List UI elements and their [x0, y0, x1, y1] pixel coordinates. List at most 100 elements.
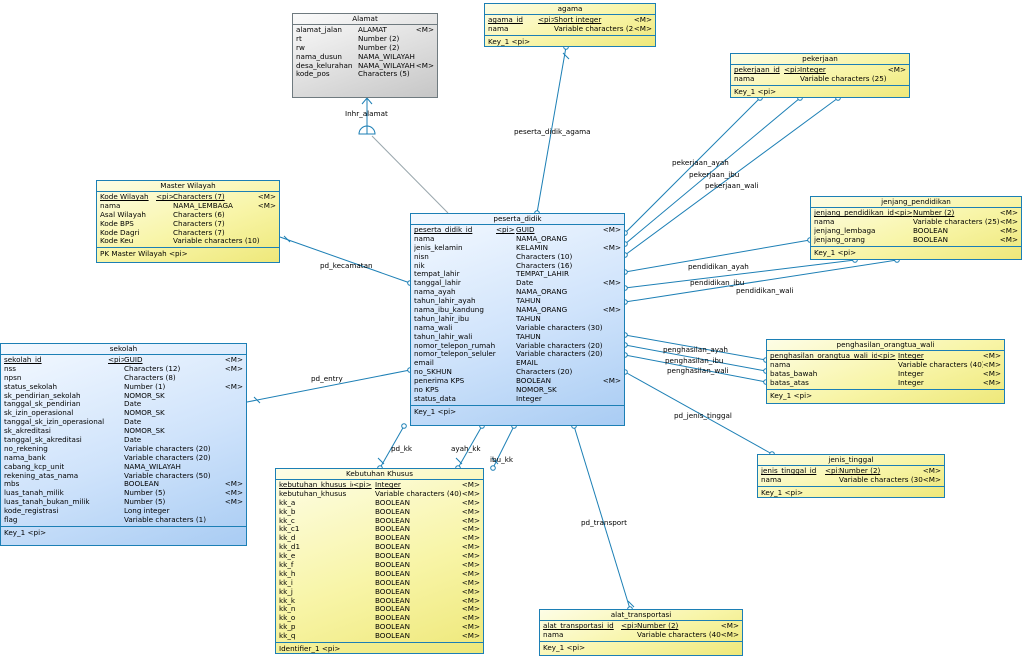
- relationship-label-pendidikan-ayah: pendidikan_ayah: [688, 262, 749, 271]
- attribute-name: pekerjaan_id: [734, 66, 780, 74]
- mandatory-flag: <M>: [633, 16, 652, 24]
- inheritance-link-peserta-didik: [371, 135, 449, 214]
- relationship-pd-transport[interactable]: [573, 425, 631, 610]
- attribute-type: NAMA_ORANG: [516, 288, 568, 297]
- identifier-flag: [108, 480, 124, 489]
- attribute-name: tahun_lahir_ibu: [414, 314, 470, 323]
- attribute-name: agama_id: [488, 16, 523, 24]
- relationship-ibu-kk[interactable]: [492, 425, 515, 469]
- entity-title: penghasilan_orangtua_wali: [767, 340, 1004, 351]
- attribute-type: Variable characters (10): [173, 237, 260, 246]
- attribute-name: nama: [814, 217, 835, 226]
- attribute-name: penghasilan_orangtua_wali_id: [770, 352, 877, 360]
- attribute-name: no_rekening: [4, 444, 48, 453]
- entity-jenis-tinggal[interactable]: jenis_tinggaljenis_tinggal_id<pi>Number …: [757, 454, 945, 498]
- identifier-flag: [825, 476, 839, 485]
- mandatory-flag: <M>: [982, 360, 1001, 369]
- relationship-pendidikan-ibu[interactable]: [624, 259, 856, 289]
- relationship-pd-jenis-tinggal[interactable]: [624, 371, 773, 455]
- relationship-label-pd-kk: pd_kk: [391, 444, 413, 453]
- relationship-label-pd-kecamatan: pd_kecamatan: [320, 261, 373, 270]
- attribute-name: tanggal_sk_pendirian: [4, 400, 81, 409]
- identifier-flag: [108, 365, 124, 374]
- relationship-ayah-kk[interactable]: [457, 425, 483, 469]
- entity-title: alat_transportasi: [540, 610, 742, 621]
- primary-key-attribute: pekerjaan_id<pi>Integer<M>: [734, 66, 906, 75]
- identifier-flag: [156, 202, 173, 211]
- identifier-flag: <pi>: [108, 356, 124, 364]
- identifier-flag: [108, 507, 124, 516]
- attribute-type: BOOLEAN: [375, 516, 410, 525]
- attribute-type: Characters (6): [173, 210, 225, 219]
- entity-key: Key_1 <pi>: [770, 390, 813, 400]
- entity-title: agama: [485, 4, 655, 15]
- identifier-flag: [108, 516, 124, 525]
- mandatory-flag: <M>: [224, 498, 243, 507]
- relationship-pendidikan-ayah[interactable]: [624, 239, 811, 273]
- relationship-pd-kecamatan[interactable]: [279, 236, 411, 284]
- attribute-type: Variable characters (20): [516, 350, 603, 359]
- entity-sekolah[interactable]: sekolahsekolah_id<pi>GUID<M>nssCharacter…: [0, 343, 247, 546]
- identifier-flag: [621, 631, 637, 640]
- entity-key: Key_1 <pi>: [814, 247, 857, 257]
- relationship-pekerjaan-ayah[interactable]: [624, 97, 761, 234]
- identifier-flag: [496, 315, 516, 324]
- mandatory-flag: <M>: [224, 480, 243, 489]
- relationship-peserta-didik-agama[interactable]: [536, 46, 567, 214]
- attribute-list: jenjang_pendidikan_id<pi>Number (2)<M>na…: [811, 208, 1021, 247]
- identifier-flag: [496, 324, 516, 333]
- identifier-flag: [877, 379, 898, 388]
- attribute-name: nama_wali: [414, 323, 453, 332]
- entity-pekerjaan[interactable]: pekerjaanpekerjaan_id<pi>Integer<M>namaV…: [730, 53, 910, 98]
- relationship-pekerjaan-wali[interactable]: [624, 97, 839, 256]
- attribute-name: nama_bank: [4, 453, 46, 462]
- entity-key: PK Master Wilayah <pi>: [100, 249, 188, 259]
- mandatory-flag: <M>: [461, 489, 480, 498]
- relationship-pd-entry[interactable]: [246, 369, 411, 403]
- attribute-type: BOOLEAN: [124, 480, 159, 489]
- mandatory-flag: <M>: [461, 481, 480, 489]
- attribute-list: kebutuhan_khusus_id<pi>Integer<M>kebutuh…: [276, 480, 483, 644]
- identifier-flag: [894, 227, 913, 236]
- attribute-type: Variable characters (20): [124, 453, 211, 462]
- attribute-type: Characters (10): [516, 252, 573, 261]
- relationship-penghasilan-ayah[interactable]: [624, 334, 767, 361]
- attribute-type: Characters (12): [124, 364, 181, 373]
- entity-key: Key_1 <pi>: [488, 36, 531, 46]
- relationship-penghasilan-wali[interactable]: [624, 354, 767, 383]
- cardinality-tick: [491, 457, 499, 465]
- relationship-penghasilan-ibu[interactable]: [624, 344, 767, 372]
- attribute-type: Variable characters (40): [898, 360, 983, 369]
- mandatory-flag: <M>: [461, 561, 480, 570]
- relationship-pekerjaan-ibu[interactable]: [624, 97, 801, 245]
- attribute-type: Date: [516, 279, 534, 288]
- relationship-pendidikan-wali[interactable]: [624, 259, 898, 303]
- relationship-pd-kk[interactable]: [379, 425, 405, 469]
- attribute-name: kk_p: [279, 623, 296, 632]
- identifier-flag: [353, 614, 375, 623]
- identifier-flag: [353, 552, 375, 561]
- identifier-flag: <pi>: [894, 209, 913, 217]
